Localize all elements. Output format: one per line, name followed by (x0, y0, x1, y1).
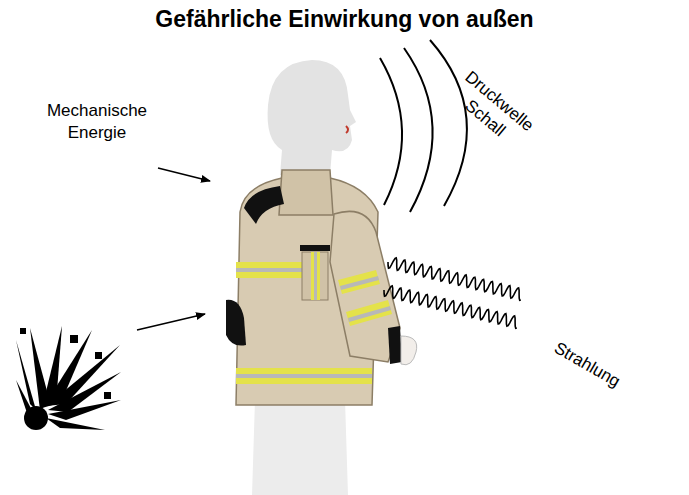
head (268, 60, 356, 175)
energy-label: Mechanische Energie (22, 100, 172, 144)
legs (252, 400, 348, 495)
radiation-wave (384, 286, 517, 328)
radiation-label: Strahlung (534, 328, 640, 402)
diagram-title: Gefährliche Einwirkung von außen (0, 6, 689, 33)
explosion-symbol (16, 325, 121, 430)
wave-label: Druckwelle Schall (438, 60, 546, 161)
radiation-wave (388, 258, 521, 300)
